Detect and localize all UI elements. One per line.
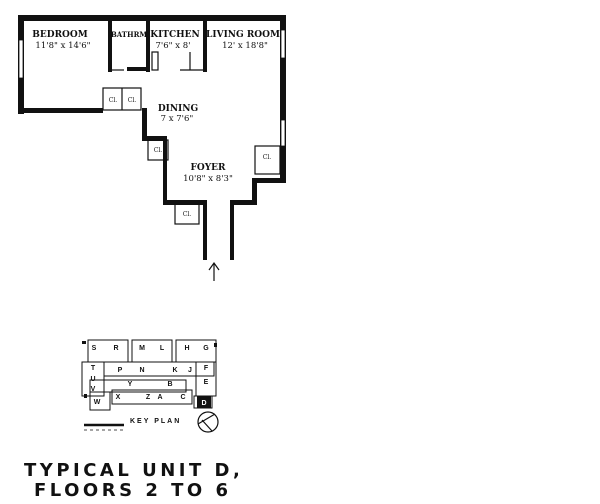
key-letter: P [118,367,123,374]
key-letter: W [94,399,101,406]
scale-bar-icon [84,423,124,431]
closet-label: Cl. [263,154,272,161]
key-letter: X [116,394,121,401]
room-bathroom: BATHRM [111,30,148,39]
closet-label: Cl. [109,97,118,104]
room-dining: DINING 7 x 7'6" [158,104,198,124]
key-plan: S R M L H G T P N K J F U Y B E V W X Z … [81,339,219,433]
key-letter: Y [128,381,133,388]
windows [18,29,286,147]
key-letter: G [203,345,209,352]
key-letter: V [91,386,96,393]
key-letter: T [91,365,96,372]
key-letter: K [172,367,177,374]
key-letter: M [139,345,145,352]
key-letter: E [204,379,209,386]
key-plan-caption: KEY PLAN [130,418,181,425]
room-living: LIVING ROOM 12' x 18'8" [206,30,280,51]
room-foyer: FOYER 10'8" x 8'3" [183,163,233,184]
dining-name: DINING [158,104,198,114]
key-letter: J [188,367,192,374]
kitchen-name: KITCHEN [150,30,199,40]
plan-title-line-2: FLOORS 2 TO 6 [34,480,232,501]
foyer-name: FOYER [191,163,227,173]
key-letter: C [180,394,185,401]
key-plan-buildings [81,339,217,411]
closet-labels: Cl. Cl. Cl. Cl. Cl. [109,97,272,218]
key-letter: U [90,376,95,383]
plan-title-line-1: TYPICAL UNIT D, [24,460,244,481]
key-letter: S [92,345,97,352]
closet-label: Cl. [128,97,137,104]
living-room-name: LIVING ROOM [206,30,280,40]
room-kitchen: KITCHEN 7'6" x 8' [150,30,199,51]
plan-title: TYPICAL UNIT D, FLOORS 2 TO 6 [24,461,243,501]
north-arrow-icon [197,411,219,433]
key-letter: R [113,345,118,352]
key-letter: H [184,345,189,352]
foyer-dims: 10'8" x 8'3" [183,174,233,184]
dining-dims: 7 x 7'6" [161,114,194,124]
closet-label: Cl. [154,147,163,154]
key-letter: B [167,381,172,388]
interior-partitions [102,15,281,225]
living-room-dims: 12' x 18'8" [222,41,268,51]
bedroom-name: BEDROOM [32,30,87,40]
key-letter: F [204,365,209,372]
kitchen-dims: 7'6" x 8' [155,41,190,51]
key-letter: D [201,400,206,407]
closet-label: Cl. [183,211,192,218]
key-letter: A [157,394,162,401]
bedroom-dims: 11'8" x 14'6" [35,41,90,51]
key-letter: Z [146,394,151,401]
room-bedroom: BEDROOM 11'8" x 14'6" [32,30,90,51]
key-letter: N [139,367,144,374]
key-letter: L [160,345,165,352]
entrance-arrow-icon [208,261,220,281]
bathroom-name: BATHRM [111,30,148,39]
key-plan-highlight [197,396,211,408]
